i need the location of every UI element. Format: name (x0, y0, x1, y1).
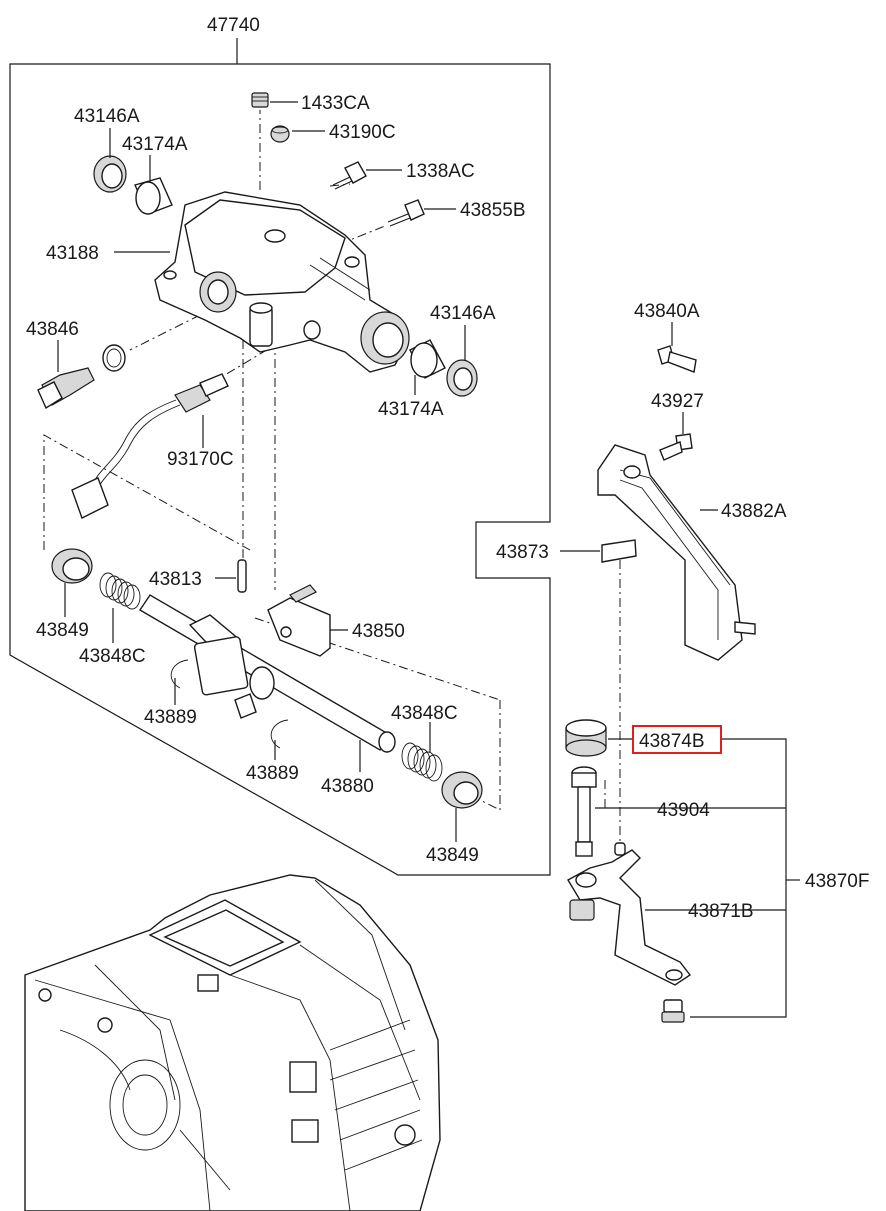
label-43813: 43813 (149, 569, 202, 590)
bolt-43840a-icon (657, 345, 697, 373)
label-43904: 43904 (657, 800, 710, 821)
label-93170c: 93170C (167, 449, 234, 470)
lever-43882a-icon (597, 444, 756, 661)
snap-ring-left-icon (170, 659, 189, 689)
label-1433ca: 1433CA (301, 93, 370, 114)
bolt-43927-icon (659, 433, 693, 461)
sensor-93170c-icon (71, 373, 229, 519)
highlight-43874b (632, 725, 722, 754)
label-43174a-left: 43174A (122, 134, 188, 155)
label-43848c-left: 43848C (79, 646, 146, 667)
label-1338ac: 1338AC (406, 161, 475, 182)
label-43855b: 43855B (460, 200, 526, 221)
label-43873: 43873 (496, 542, 549, 563)
label-43850: 43850 (352, 621, 405, 642)
bolt-1338ac-icon (332, 161, 367, 190)
label-43927: 43927 (651, 391, 704, 412)
label-43882a: 43882A (721, 501, 787, 522)
cap-43874b-icon (565, 719, 607, 757)
pin-43904-icon (571, 766, 597, 857)
transmission-case-icon (24, 874, 441, 1211)
label-43849-left: 43849 (36, 620, 89, 641)
label-43146a-right: 43146A (430, 303, 496, 324)
part-labels: 47740 1433CA 43190C 1338AC 43855B 43146A… (26, 15, 869, 922)
assembly-frame (9, 38, 551, 876)
label-43849-right: 43849 (426, 845, 479, 866)
shaft-43880-icon (139, 594, 396, 753)
oil-seal-right-icon (446, 359, 478, 397)
label-43871b: 43871B (688, 901, 754, 922)
plug-43190c-icon (270, 125, 290, 143)
plug-43846-icon (37, 344, 126, 410)
bolt-43855b-icon (387, 199, 425, 227)
label-43870f: 43870F (805, 871, 869, 892)
label-43880: 43880 (321, 776, 374, 797)
oil-seal-left-icon (93, 155, 127, 193)
label-43889-right: 43889 (246, 763, 299, 784)
pin-43813-icon (237, 559, 247, 593)
bolt-bottom-icon (661, 999, 685, 1023)
label-43188: 43188 (46, 243, 99, 264)
bushing-right-icon (409, 339, 446, 379)
plug-1433ca-icon (251, 92, 269, 108)
label-43840a: 43840A (634, 301, 700, 322)
snap-ring-right-icon (270, 719, 289, 749)
spring-43848c-left-icon (99, 572, 141, 610)
clip-43873-icon (601, 539, 637, 563)
housing-43188-icon (154, 191, 410, 373)
label-43146a-left: 43146A (74, 106, 140, 127)
lever-assembly-bracket (595, 738, 800, 1018)
label-43848c-right: 43848C (391, 703, 458, 724)
label-43874b: 43874B (639, 731, 705, 752)
label-43889-left: 43889 (144, 707, 197, 728)
label-43846: 43846 (26, 319, 79, 340)
bushing-left-icon (134, 177, 173, 215)
seal-43849-left-icon (51, 548, 93, 584)
lever-43871b-icon (567, 842, 692, 986)
spring-43848c-right-icon (401, 742, 443, 782)
assembly-guide-lines (43, 110, 621, 845)
plate-43850-icon (267, 584, 331, 657)
label-43190c: 43190C (329, 122, 396, 143)
label-43174a-right: 43174A (378, 399, 444, 420)
label-47740: 47740 (207, 15, 260, 36)
seal-43849-right-icon (441, 771, 483, 809)
